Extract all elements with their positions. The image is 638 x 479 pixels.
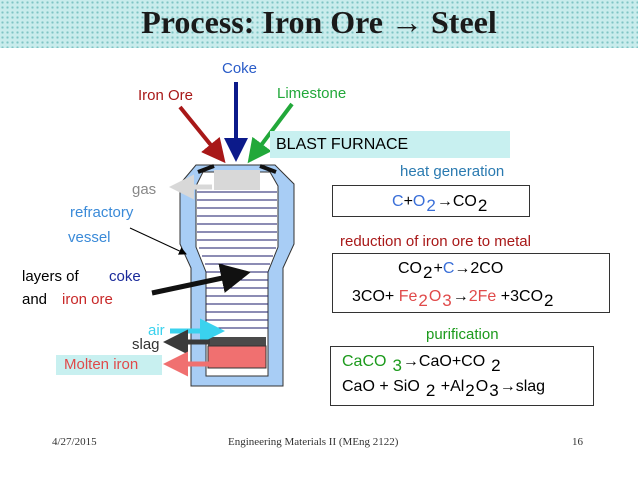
title-bar xyxy=(0,0,638,48)
heat-generation-title: heat generation xyxy=(400,163,505,180)
charging-lip xyxy=(197,164,277,174)
blast-furnace-label: BLAST FURNACE xyxy=(270,131,510,158)
limestone-label: Limestone xyxy=(277,85,347,102)
vessel-label: vessel xyxy=(68,229,111,246)
and-label: and xyxy=(22,291,48,308)
gas-label: gas xyxy=(132,181,157,198)
iron-ore-label: Iron Ore xyxy=(138,87,194,104)
footer-date: 4/27/2015 xyxy=(52,436,97,448)
purification-equation-box xyxy=(330,346,594,406)
purification-title: purification xyxy=(426,326,499,343)
layers-of-label: layers of xyxy=(22,268,79,285)
slag-layer xyxy=(208,337,266,346)
refractory-label: refractory xyxy=(70,204,134,221)
iron-ore-arrow xyxy=(178,105,226,164)
reduction-title: reduction of iron ore to metal xyxy=(340,233,531,250)
air-label: air xyxy=(148,322,165,339)
vessel-pointer xyxy=(129,227,187,255)
heat-equation-box xyxy=(332,185,530,217)
iron-ore-layer-label: iron ore xyxy=(62,291,113,308)
heat-equation: C+O2→CO2 xyxy=(392,193,488,215)
molten-iron-label: Molten iron xyxy=(56,355,162,375)
footer-page-number: 16 xyxy=(572,436,583,448)
reduction-equation-2: 3CO+ Fe2O3→2Fe +3CO2 xyxy=(352,288,554,310)
coke-layer-label: coke xyxy=(109,268,141,285)
footer-course: Engineering Materials II (MEng 2122) xyxy=(228,436,399,448)
reduction-equation-1: CO2+C→2CO xyxy=(398,260,504,282)
molten-iron-pool xyxy=(207,345,267,369)
coke-label: Coke xyxy=(222,60,258,77)
layers-pointer-arrow xyxy=(151,263,251,296)
gas-region xyxy=(214,170,260,190)
slide-title: Process: Iron Ore → Steel xyxy=(141,4,497,40)
reduction-equation-box xyxy=(332,253,610,313)
slag-label: slag xyxy=(132,336,160,353)
